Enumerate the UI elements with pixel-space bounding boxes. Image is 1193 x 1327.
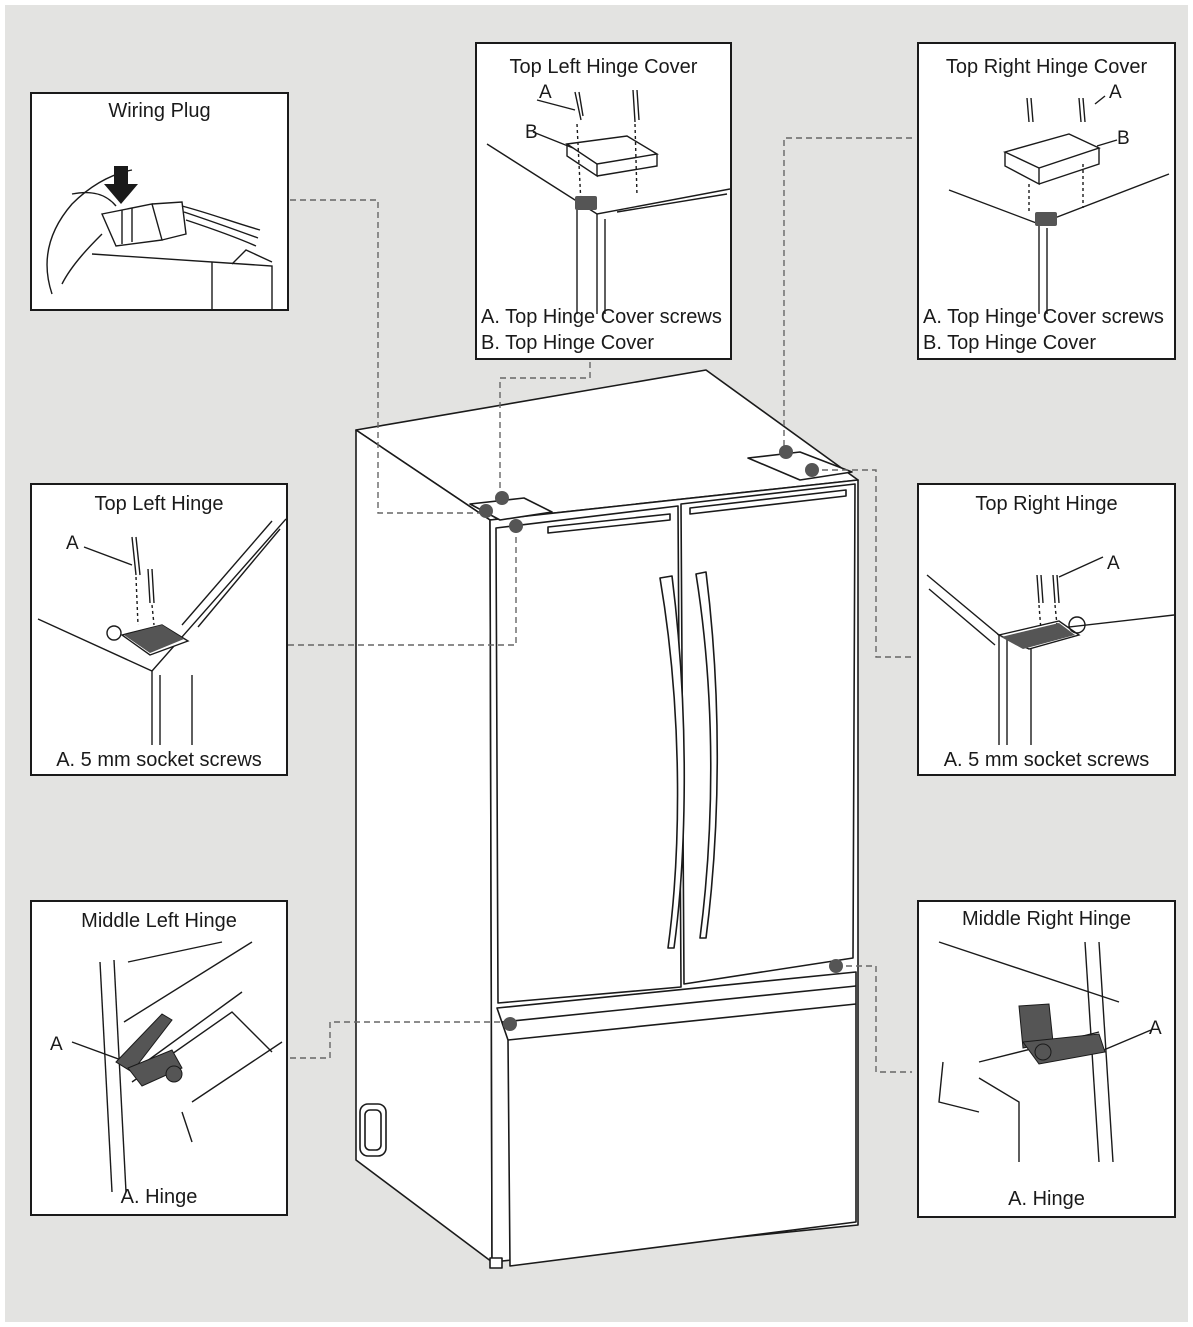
callout-dot [495,491,509,505]
panel-caption: A. 5 mm socket screws [943,749,1150,771]
middle-right-hinge-panel: Middle Right Hinge A A. Hinge [917,900,1176,1218]
callout-label-a: A [1109,82,1122,103]
panel-title: Top Left Hinge [94,493,224,515]
callout-label-a: A [50,1034,63,1055]
top-left-hinge-illustration [37,518,286,745]
callout-label-a: A [1149,1018,1162,1039]
panel-caption: A. Hinge [120,1186,198,1208]
arrow-down-icon [104,166,138,204]
top-right-hinge-illustration [926,556,1174,745]
callout-label-a: A [1107,553,1120,574]
panel-caption-a: A. Top Hinge Cover screws [923,306,1164,328]
callout-dot [509,519,523,533]
panel-caption: A. Hinge [1008,1188,1085,1210]
panel-caption-b: B. Top Hinge Cover [481,332,655,354]
middle-right-hinge-illustration [938,941,1152,1163]
panel-title: Middle Right Hinge [962,908,1131,930]
callout-label-a: A [539,82,552,103]
panel-title: Top Right Hinge Cover [945,56,1148,78]
top-right-hinge-cover-panel: Top Right Hinge Cover A B A. Top Hinge C… [917,42,1176,360]
panel-caption: A. 5 mm socket screws [56,749,262,771]
panel-caption-b: B. Top Hinge Cover [923,332,1097,354]
panel-title: Top Right Hinge [975,493,1118,515]
top-left-hinge-cover-illustration [486,89,730,314]
callout-label-b: B [525,122,538,143]
callout-label-a: A [66,533,79,554]
panel-title: Middle Left Hinge [81,910,237,932]
callout-dot [829,959,843,973]
panel-caption-a: A. Top Hinge Cover screws [481,306,722,328]
middle-left-hinge-illustration [71,941,283,1193]
panel-title: Top Left Hinge Cover [509,56,698,78]
top-right-hinge-cover-illustration [948,95,1170,314]
callout-dot [779,445,793,459]
panel-title: Wiring Plug [108,100,211,122]
top-left-hinge-panel: Top Left Hinge A A. 5 mm socket screws [30,483,288,776]
top-right-hinge-panel: Top Right Hinge A A. 5 mm socket screws [917,483,1176,776]
wiring-plug-panel: Wiring Plug [30,92,289,311]
callout-dot [503,1017,517,1031]
wiring-plug-illustration [46,166,273,309]
middle-left-hinge-panel: Middle Left Hinge A A. Hinge [30,900,288,1216]
callout-dot [479,504,493,518]
top-left-hinge-cover-panel: Top Left Hinge Cover A B A. Top Hinge Co… [475,42,732,360]
callout-label-b: B [1117,128,1130,149]
callout-dot [805,463,819,477]
